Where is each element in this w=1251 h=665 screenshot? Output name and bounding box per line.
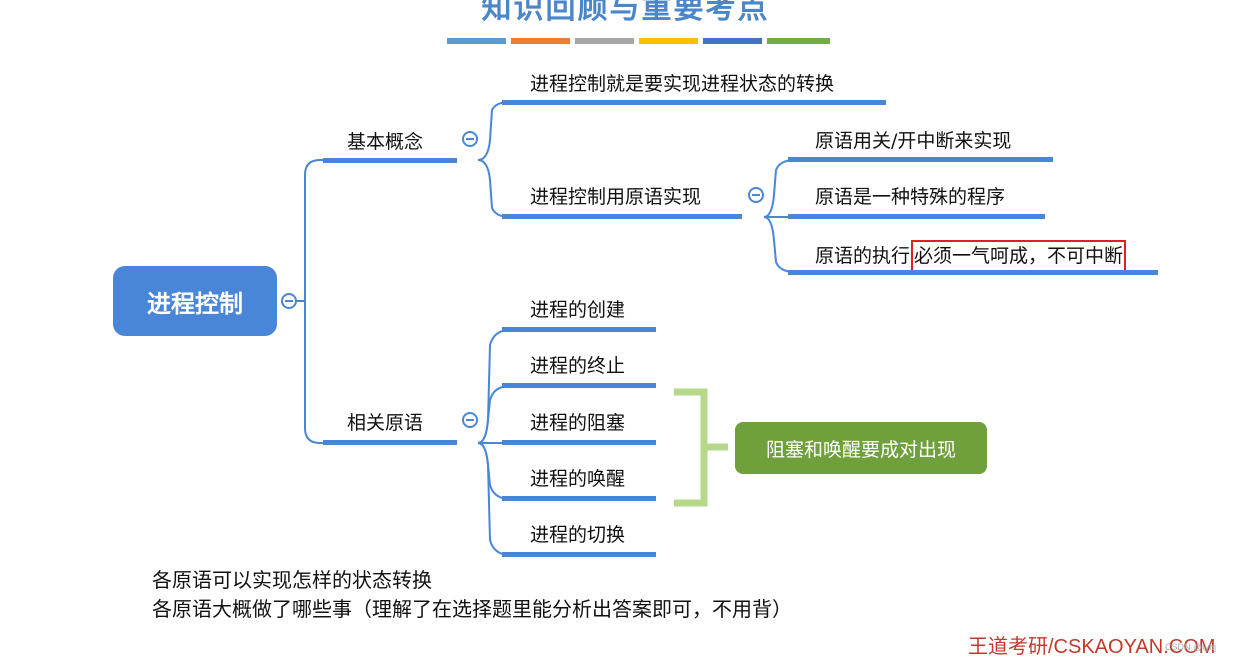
- branch-basic-concept-collapse-button[interactable]: [462, 131, 478, 147]
- node-primitive-interrupt-label: 原语用关/开中断来实现: [815, 130, 1012, 152]
- node-process-wakeup-underline: [502, 496, 656, 501]
- node-process-switch[interactable]: 进程的切换: [528, 521, 627, 549]
- branch-related-primitives-underline: [323, 440, 457, 445]
- node-process-terminate-underline: [502, 383, 656, 388]
- title-bar-seg-1: [447, 38, 506, 44]
- node-primitive-atomic-highlight: 必须一气呵成，不可中断: [911, 240, 1127, 272]
- title-bar-seg-4: [639, 38, 698, 44]
- node-process-create[interactable]: 进程的创建: [528, 296, 627, 324]
- note-line-2: 各原语大概做了哪些事（理解了在选择题里能分析出答案即可，不用背）: [152, 597, 792, 621]
- node-primitive-interrupt[interactable]: 原语用关/开中断来实现: [813, 127, 1013, 155]
- node-primitive-atomic-underline: [788, 270, 1158, 275]
- node-process-create-underline: [502, 327, 656, 332]
- branch-related-primitives-collapse-button[interactable]: [462, 412, 478, 428]
- node-primitive-special-program[interactable]: 原语是一种特殊的程序: [813, 183, 1007, 211]
- green-bracket: [674, 388, 728, 507]
- node-process-terminate-label: 进程的终止: [530, 355, 626, 377]
- branch-basic-concept[interactable]: 基本概念: [345, 128, 425, 156]
- root-collapse-button[interactable]: [281, 293, 297, 309]
- node-primitive-interrupt-underline: [788, 157, 1053, 162]
- node-process-block-underline: [502, 440, 656, 445]
- node-process-block[interactable]: 进程的阻塞: [528, 409, 627, 437]
- node-control-by-primitive-label: 进程控制用原语实现: [530, 186, 702, 208]
- branch-basic-concept-underline: [323, 158, 457, 163]
- branch-related-primitives[interactable]: 相关原语: [345, 409, 425, 437]
- note-line-1: 各原语可以实现怎样的状态转换: [152, 568, 432, 592]
- node-control-is-state-transition-underline: [502, 100, 886, 105]
- title-bar-seg-3: [575, 38, 634, 44]
- node-process-switch-label: 进程的切换: [530, 524, 626, 546]
- title-bar-seg-6: [767, 38, 830, 44]
- node-control-by-primitive[interactable]: 进程控制用原语实现: [528, 183, 703, 211]
- brand-logo-text: 王道考研/CSKAOYAN.COM: [968, 636, 1216, 658]
- node-primitive-special-program-underline: [788, 214, 1045, 219]
- node-process-block-label: 进程的阻塞: [530, 412, 626, 434]
- node-control-is-state-transition[interactable]: 进程控制就是要实现进程状态的转换: [528, 70, 836, 98]
- watermark: CSDN @tyhj: [1165, 642, 1217, 652]
- node-process-create-label: 进程的创建: [530, 299, 626, 321]
- node-control-is-state-transition-label: 进程控制就是要实现进程状态的转换: [530, 73, 835, 95]
- page-title: 知识回顾与重要考点: [481, 0, 770, 26]
- node-primitive-atomic-prefix: 原语的执行: [815, 245, 911, 267]
- branch-related-primitives-label: 相关原语: [347, 412, 424, 434]
- node-control-by-primitive-underline: [502, 214, 742, 219]
- node-process-wakeup-label: 进程的唤醒: [530, 468, 626, 490]
- title-bar-seg-5: [703, 38, 762, 44]
- node-primitive-special-program-label: 原语是一种特殊的程序: [815, 186, 1006, 208]
- title-bar-seg-2: [511, 38, 570, 44]
- callout-block-wakeup-pair[interactable]: 阻塞和唤醒要成对出现: [735, 422, 987, 474]
- root-node[interactable]: 进程控制: [113, 266, 277, 336]
- branch-basic-concept-label: 基本概念: [347, 131, 424, 153]
- node-process-terminate[interactable]: 进程的终止: [528, 352, 627, 380]
- node-process-wakeup[interactable]: 进程的唤醒: [528, 465, 627, 493]
- notes: 各原语可以实现怎样的状态转换 各原语大概做了哪些事（理解了在选择题里能分析出答案…: [152, 566, 792, 624]
- node-primitive-atomic[interactable]: 原语的执行必须一气呵成，不可中断: [813, 240, 1128, 272]
- node-control-by-primitive-collapse-button[interactable]: [748, 187, 764, 203]
- node-process-switch-underline: [502, 552, 656, 557]
